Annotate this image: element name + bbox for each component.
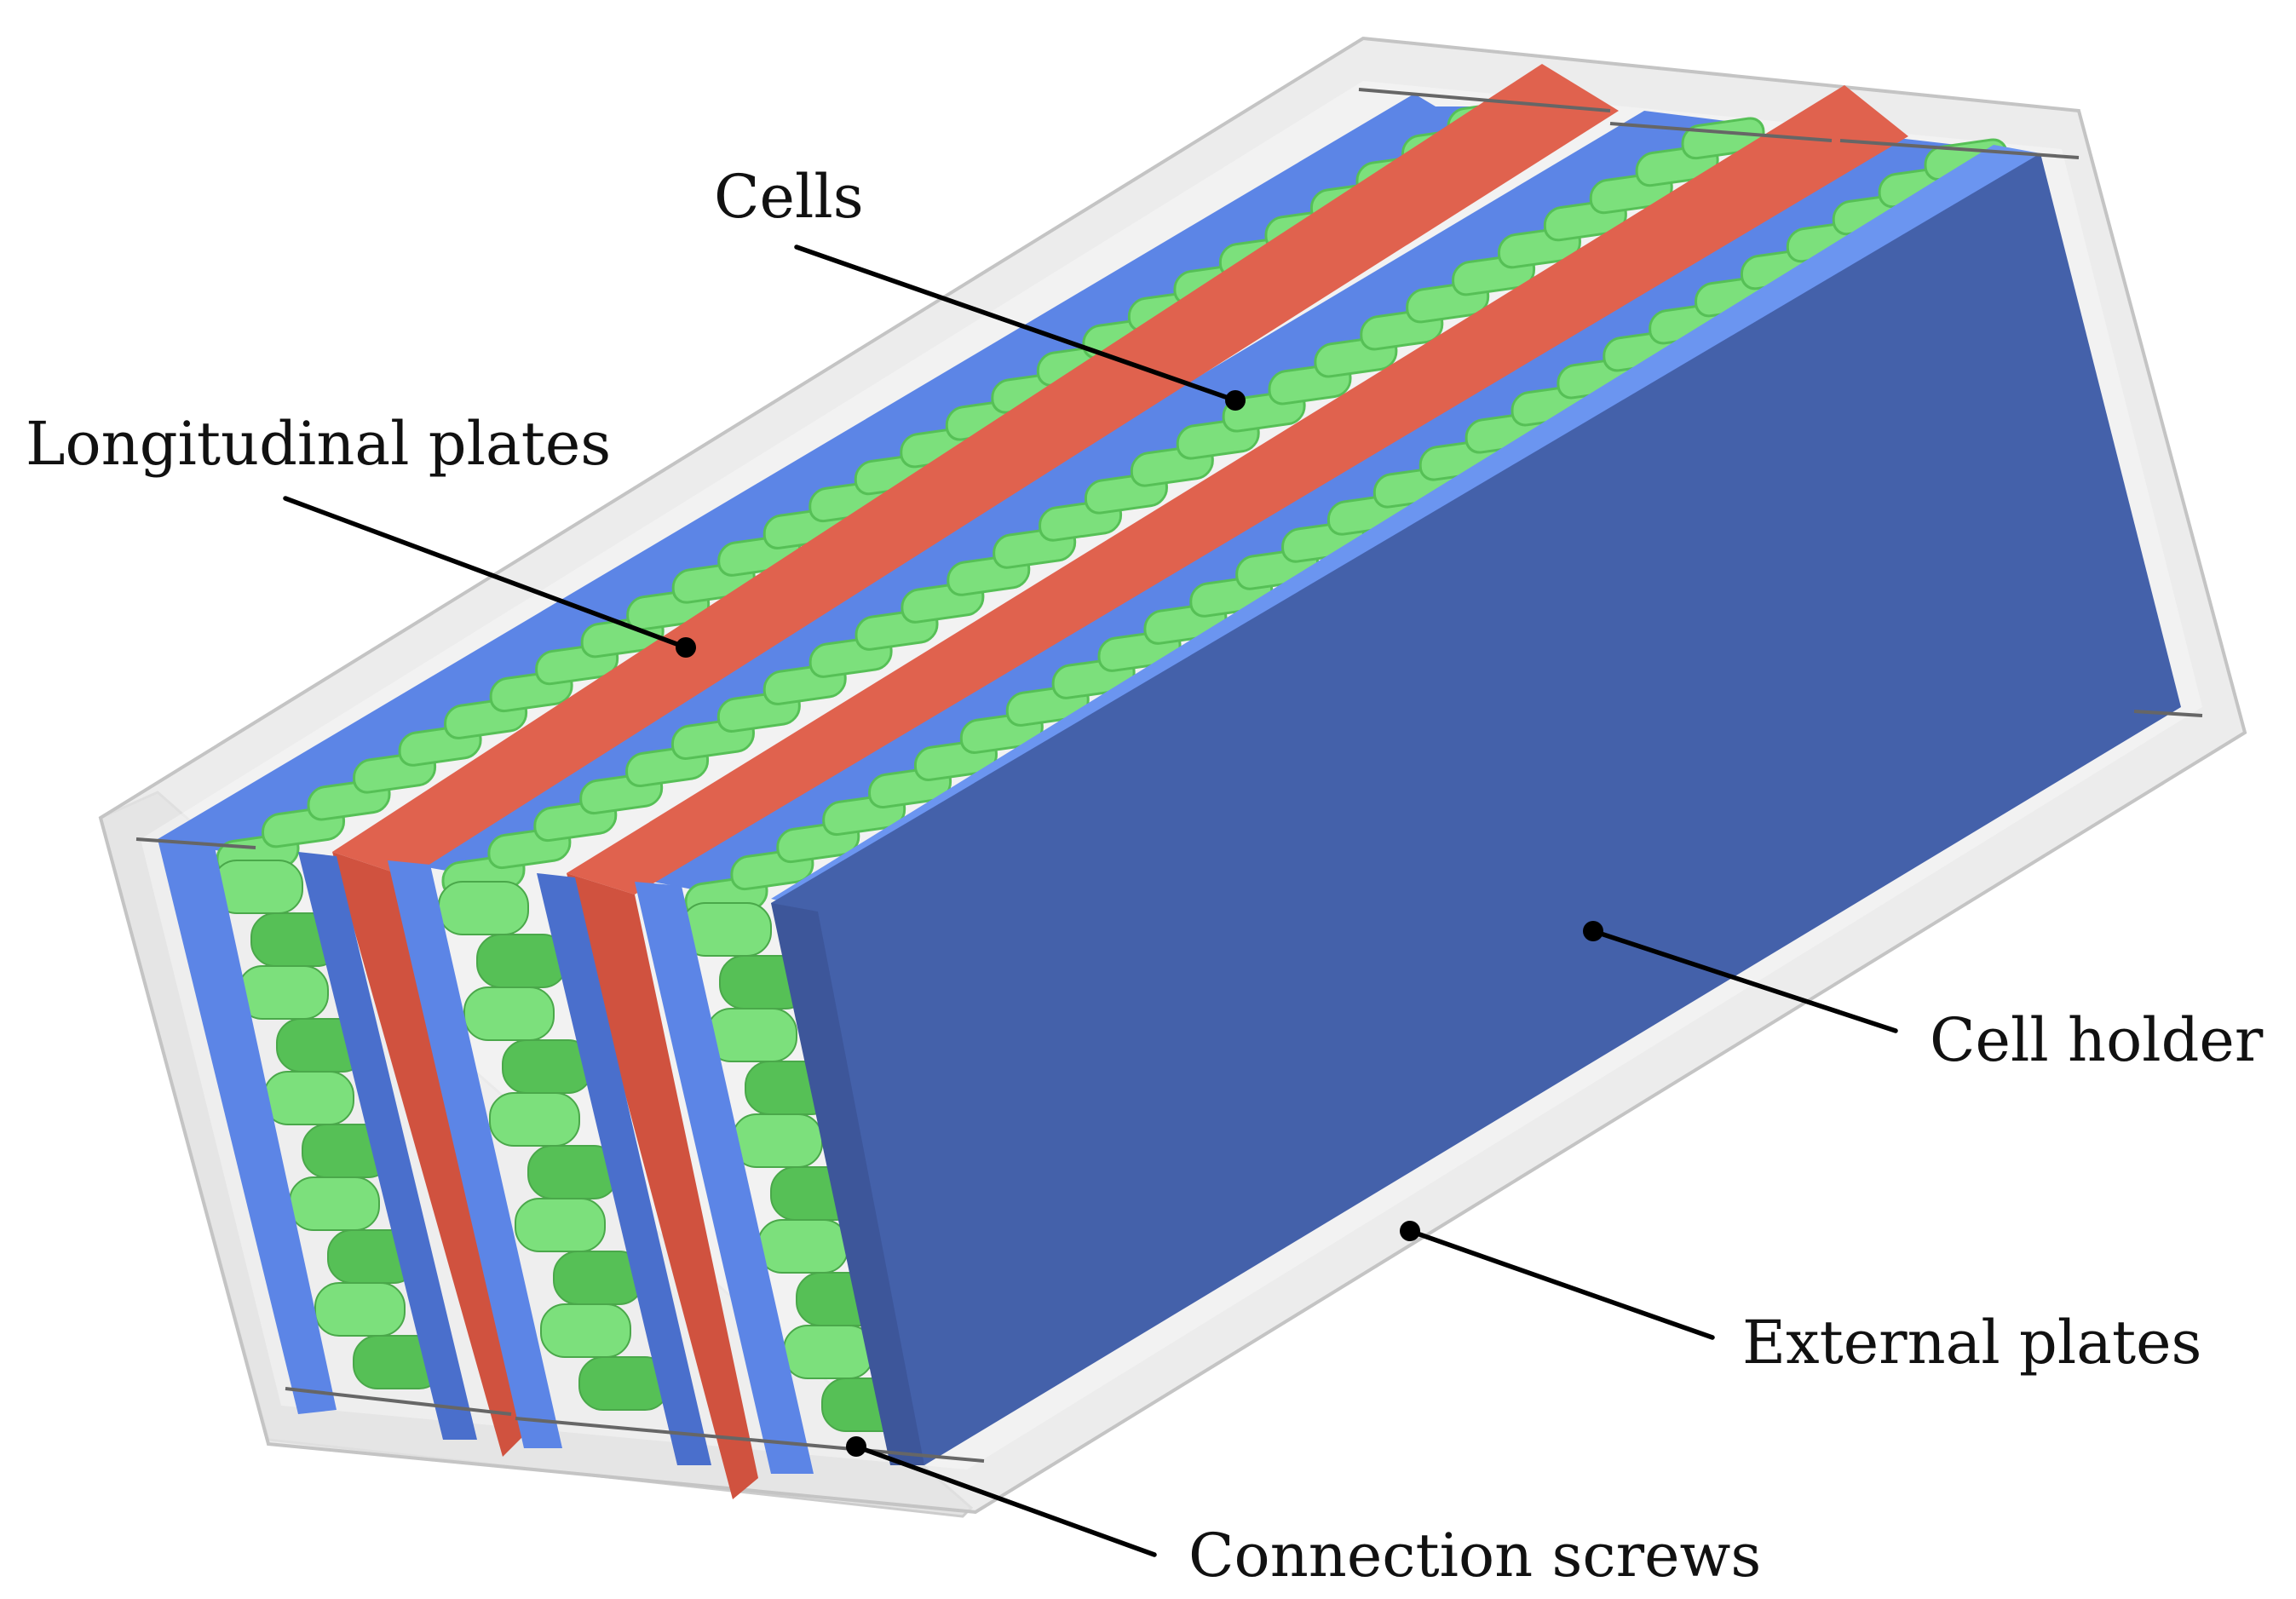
cell-front-0-6 <box>289 1176 380 1231</box>
cell-front-1-0 <box>438 881 529 935</box>
screw-top-1 <box>1358 88 1611 112</box>
holder-wall-3 <box>388 860 562 1448</box>
cell-front-1-8 <box>540 1303 631 1358</box>
dot-connection-screws <box>846 1436 866 1457</box>
longitudinal-plate-2 <box>567 85 1908 894</box>
leader-cell-holder <box>1591 929 1898 1033</box>
screw-top-2 <box>1609 122 1833 142</box>
cell-front-2-4 <box>732 1113 823 1168</box>
label-external-plates: External plates <box>1742 1308 2201 1378</box>
cell-front-1-2 <box>463 986 555 1041</box>
label-cells: Cells <box>714 162 864 232</box>
cell-front-1-1 <box>476 934 567 988</box>
label-longitudinal-plates: Longitudinal plates <box>26 409 611 479</box>
cell-front-1-6 <box>515 1198 606 1252</box>
cell-front-0-8 <box>314 1282 406 1337</box>
holder-wall-2 <box>298 852 477 1440</box>
cell-holder-end-face <box>771 903 924 1465</box>
leader-cells <box>794 244 1238 403</box>
leader-connection-screws <box>854 1444 1157 1557</box>
screw-right <box>2133 710 2203 717</box>
holder-wall-1 <box>158 839 337 1414</box>
label-connection-screws: Connection screws <box>1188 1521 1761 1590</box>
label-cell-holder: Cell holder <box>1930 1005 2264 1075</box>
cell-holder <box>771 145 2181 1465</box>
longitudinal-plates <box>332 64 1908 1499</box>
cell-front-0-2 <box>238 965 329 1020</box>
holder-wall-4 <box>537 873 711 1465</box>
callouts <box>283 244 1898 1557</box>
cell-front-0-4 <box>263 1071 354 1125</box>
holder-wall-5 <box>635 882 814 1474</box>
holder-side-walls <box>158 839 814 1474</box>
screw-top-3 <box>1839 139 2080 159</box>
screw-bottom-1 <box>285 1387 512 1416</box>
cell-front-1-4 <box>489 1092 580 1147</box>
dot-cells <box>1225 390 1246 411</box>
dot-external-plates <box>1400 1221 1420 1241</box>
connection-screws <box>135 88 2203 1463</box>
leader-external-plates <box>1407 1228 1715 1340</box>
longitudinal-plate-2-front <box>567 873 758 1499</box>
cell-holder-front-face <box>771 153 2181 1465</box>
cell-front-2-8 <box>783 1325 874 1379</box>
dot-cell-holder <box>1583 921 1603 941</box>
labels: Cells Longitudinal plates Cell holder Ex… <box>26 162 2264 1590</box>
leader-longitudinal-plates <box>283 496 688 650</box>
screw-bottom-2 <box>515 1417 751 1441</box>
dot-longitudinal-plates <box>676 637 696 658</box>
screw-left <box>135 837 256 849</box>
cell-front-2-2 <box>706 1008 797 1062</box>
longitudinal-plate-1 <box>332 64 1619 877</box>
holder-column-1-top <box>158 94 1504 856</box>
longitudinal-plate-1-front <box>332 852 528 1457</box>
cell-front-2-6 <box>757 1219 849 1274</box>
